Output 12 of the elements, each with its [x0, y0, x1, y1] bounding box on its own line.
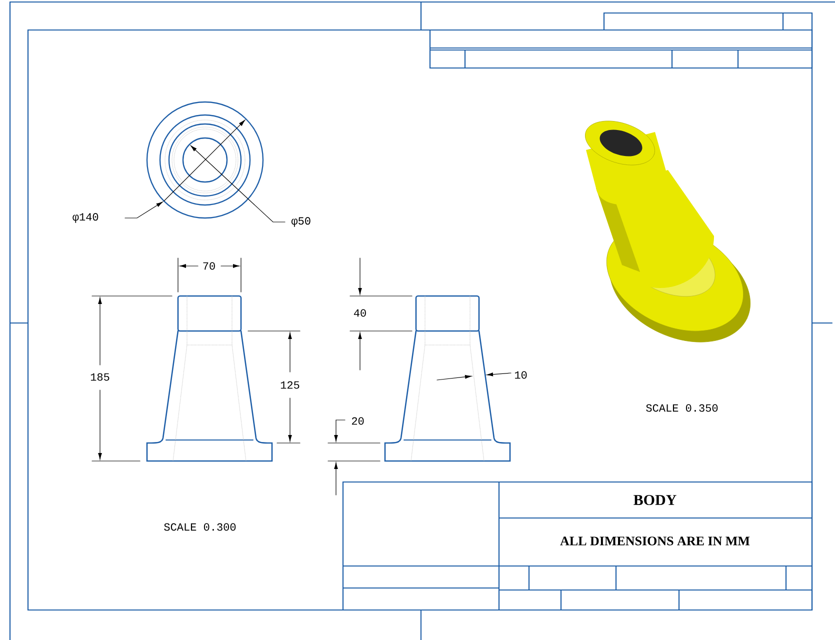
drawing-title: BODY	[634, 494, 676, 506]
dimension-text: 10	[515, 371, 527, 379]
dimension-text: 185	[90, 373, 110, 381]
dimension-text: φ140	[72, 213, 98, 223]
dimension-text: 40	[354, 309, 366, 317]
dimension-text: φ50	[291, 217, 310, 227]
dimension-text: 125	[280, 381, 300, 389]
scale-note: SCALE 0.350	[646, 404, 718, 412]
note-text: ALL DIMENSIONS ARE IN MM	[560, 536, 750, 546]
scale-note: SCALE 0.300	[164, 523, 236, 531]
dimension-text: 20	[352, 417, 364, 425]
dimension-text: 70	[203, 262, 215, 270]
